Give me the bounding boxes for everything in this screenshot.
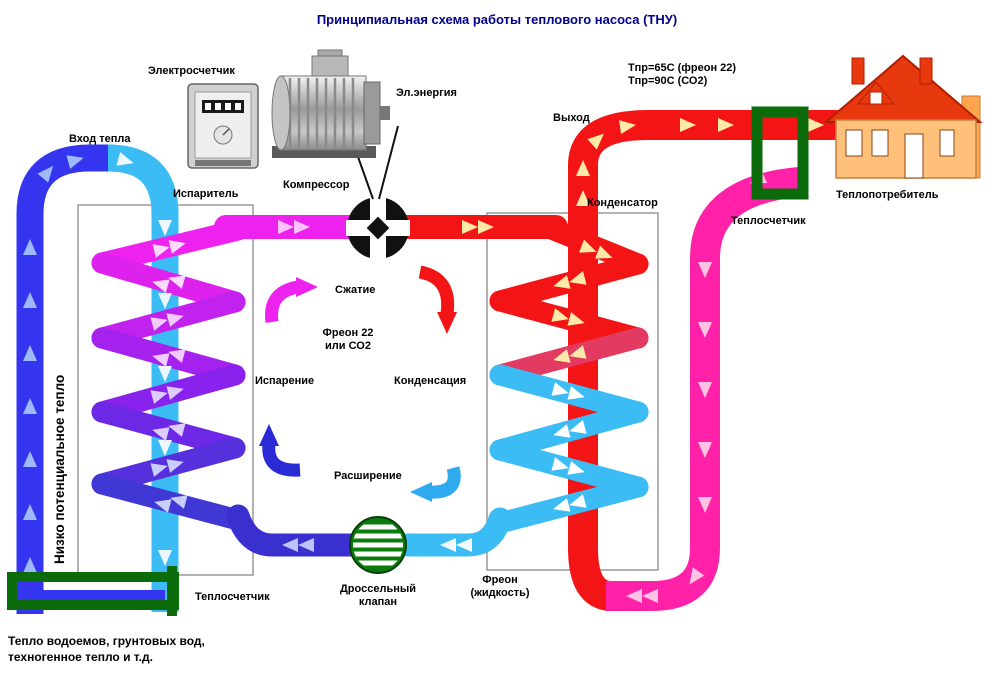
label-compressor: Компрессор	[283, 179, 350, 191]
label-refrigerant-line2: или СО2	[325, 340, 371, 352]
heat-meter-grid-bottom	[7, 566, 179, 616]
label-heat-meter-bottom: Теплосчетчик	[195, 591, 270, 603]
throttle-valve-symbol	[349, 516, 407, 574]
label-bottom-note-line1: Тепло водоемов, грунтовых вод,	[8, 634, 205, 648]
label-throttle-line2: клапан	[358, 596, 398, 608]
label-condenser: Конденсатор	[587, 197, 658, 209]
label-freon-liquid-line1: Фреон	[482, 574, 518, 586]
compressor-symbol	[346, 196, 410, 260]
label-temperatures: Тпр=65С (фреон 22) Тпр=90С (СО2)	[628, 62, 736, 88]
label-refrigerant-line1: Фреон 22	[322, 327, 374, 339]
label-electric-energy: Эл.энергия	[396, 87, 457, 99]
label-heat-consumer: Теплопотребитель	[836, 189, 939, 201]
label-output: Выход	[553, 112, 590, 124]
label-low-potential-heat: Низко потенциальное тепло	[52, 374, 67, 564]
label-evaporation: Испарение	[255, 375, 315, 387]
label-bottom-note-line2: техногенное тепло и т.д.	[8, 650, 153, 664]
label-temp-line1: Тпр=65С (фреон 22)	[628, 62, 737, 74]
label-refrigerant: Фреон 22 или СО2	[312, 327, 384, 353]
page-title: Принципиальная схема работы теплового на…	[316, 12, 678, 27]
label-temp-line2: Тпр=90С (СО2)	[628, 75, 708, 87]
evaporator-coil	[91, 215, 364, 557]
electric-motor-illustration	[271, 49, 390, 158]
label-condensation: Конденсация	[394, 375, 467, 387]
label-electric-meter: Электросчетчик	[148, 65, 235, 77]
label-expansion: Расширение	[334, 470, 402, 482]
label-compression: Сжатие	[335, 284, 376, 296]
cycle-arrows	[259, 265, 461, 502]
electric-meter-illustration	[187, 83, 259, 169]
heat-meter-grid-right	[751, 106, 809, 200]
house-illustration	[823, 54, 983, 179]
label-heat-meter-right: Теплосчетчик	[731, 215, 806, 227]
label-throttle-valve: Дроссельный клапан	[328, 583, 428, 609]
label-bottom-note: Тепло водоемов, грунтовых вод, техногенн…	[8, 633, 205, 665]
label-throttle-line1: Дроссельный	[339, 583, 417, 595]
label-freon-liquid-line2: (жидкость)	[470, 587, 530, 599]
label-heat-input: Вход тепла	[69, 133, 131, 145]
heat-source-loop-pipes	[16, 144, 179, 614]
label-evaporator: Испаритель	[173, 188, 239, 200]
label-freon-liquid: Фреон (жидкость)	[455, 574, 545, 600]
